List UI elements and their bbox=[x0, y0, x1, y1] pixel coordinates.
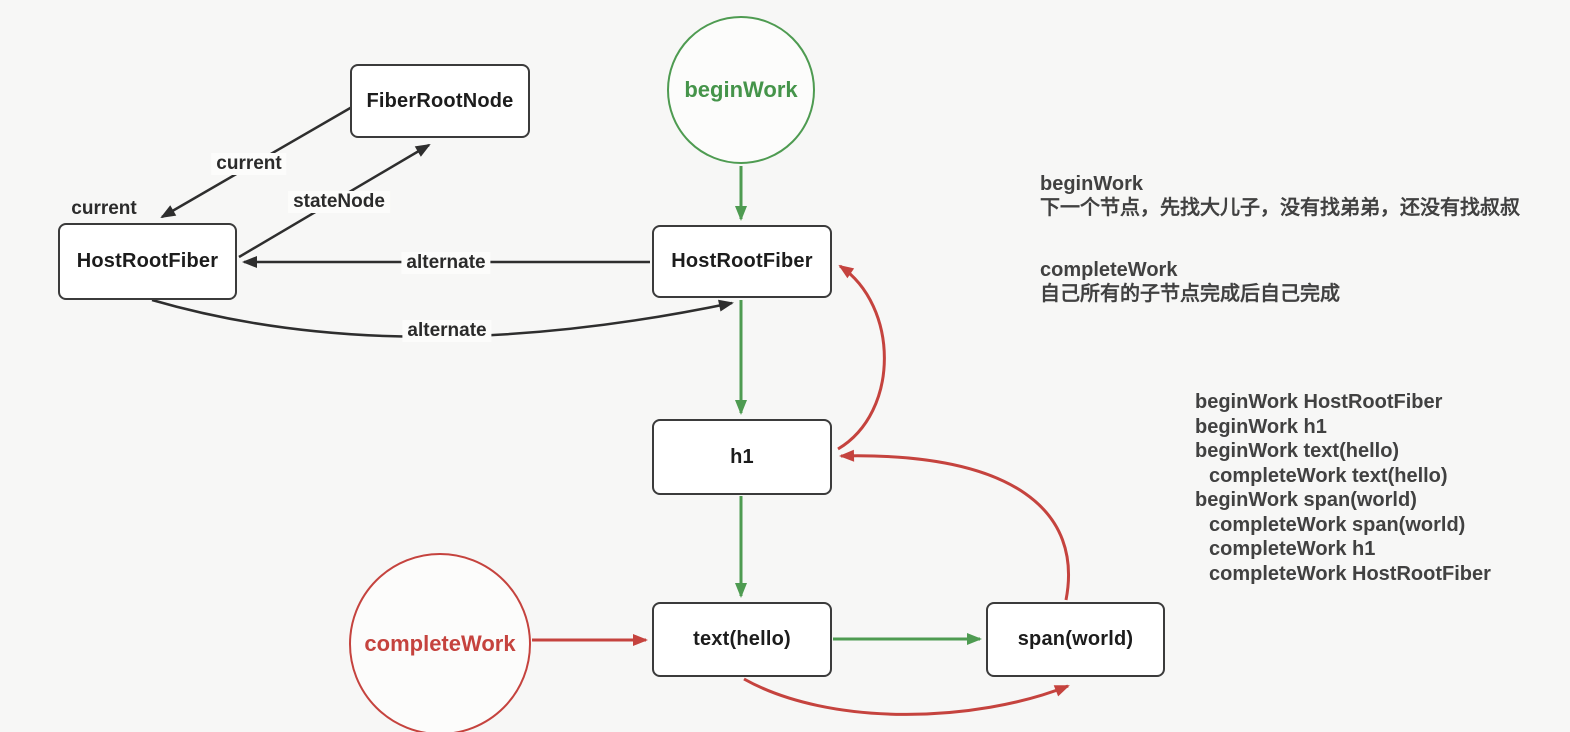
node-hostrootfiber-current: HostRootFiber bbox=[58, 223, 237, 300]
trace-line: completeWork HostRootFiber bbox=[1209, 562, 1491, 585]
node-fiberrootnode-label: FiberRootNode bbox=[366, 89, 514, 112]
edge-text-to-span-curve bbox=[743, 677, 1070, 716]
beginwork-note-desc: 下一个节点，先找大儿子，没有找弟弟，还没有找叔叔 bbox=[1040, 197, 1520, 219]
trace-line: beginWork h1 bbox=[1195, 415, 1327, 438]
trace-log: beginWork HostRootFiber beginWork h1 beg… bbox=[1195, 390, 1491, 586]
phase-notes: beginWork 下一个节点，先找大儿子，没有找弟弟，还没有找叔叔 compl… bbox=[1040, 172, 1520, 306]
trace-line: beginWork span(world) bbox=[1195, 489, 1417, 511]
edge-label-alternate-curve: alternate bbox=[402, 320, 492, 342]
completework-circle: completeWork bbox=[349, 553, 531, 732]
edge-span-to-h1-curve bbox=[839, 449, 1071, 601]
beginwork-circle: beginWork bbox=[667, 16, 815, 164]
trace-line: completeWork span(world) bbox=[1209, 513, 1466, 536]
edge-label-statenode: stateNode bbox=[288, 191, 390, 213]
edge-label-current-edge: current bbox=[211, 153, 287, 175]
trace-line: beginWork text(hello) bbox=[1195, 440, 1400, 462]
node-hostrootfiber-wip-label: HostRootFiber bbox=[671, 250, 813, 272]
completework-circle-label: completeWork bbox=[364, 631, 516, 656]
trace-line: beginWork HostRootFiber bbox=[1195, 391, 1443, 413]
beginwork-circle-label: beginWork bbox=[684, 77, 798, 102]
node-h1: h1 bbox=[652, 419, 832, 495]
node-span-world-label: span(world) bbox=[1017, 628, 1134, 650]
node-text-hello: text(hello) bbox=[652, 602, 832, 677]
node-fiberrootnode: FiberRootNode bbox=[350, 64, 530, 138]
completework-note-desc: 自己所有的子节点完成后自己完成 bbox=[1040, 283, 1340, 305]
node-text-hello-label: text(hello) bbox=[693, 628, 791, 650]
completework-note-title: completeWork bbox=[1040, 259, 1178, 281]
edge-label-current-node: current bbox=[71, 198, 137, 219]
beginwork-note-title: beginWork bbox=[1040, 173, 1143, 195]
node-span-world: span(world) bbox=[986, 602, 1165, 677]
trace-line: completeWork text(hello) bbox=[1209, 464, 1448, 487]
node-hostrootfiber-current-label: HostRootFiber bbox=[76, 250, 219, 272]
node-hostrootfiber-wip: HostRootFiber bbox=[652, 225, 832, 298]
edge-h1-to-hostrootfiber-curve bbox=[837, 264, 886, 451]
node-h1-label: h1 bbox=[730, 445, 754, 468]
trace-line: completeWork h1 bbox=[1209, 538, 1376, 560]
edge-label-alternate: alternate bbox=[401, 252, 491, 274]
